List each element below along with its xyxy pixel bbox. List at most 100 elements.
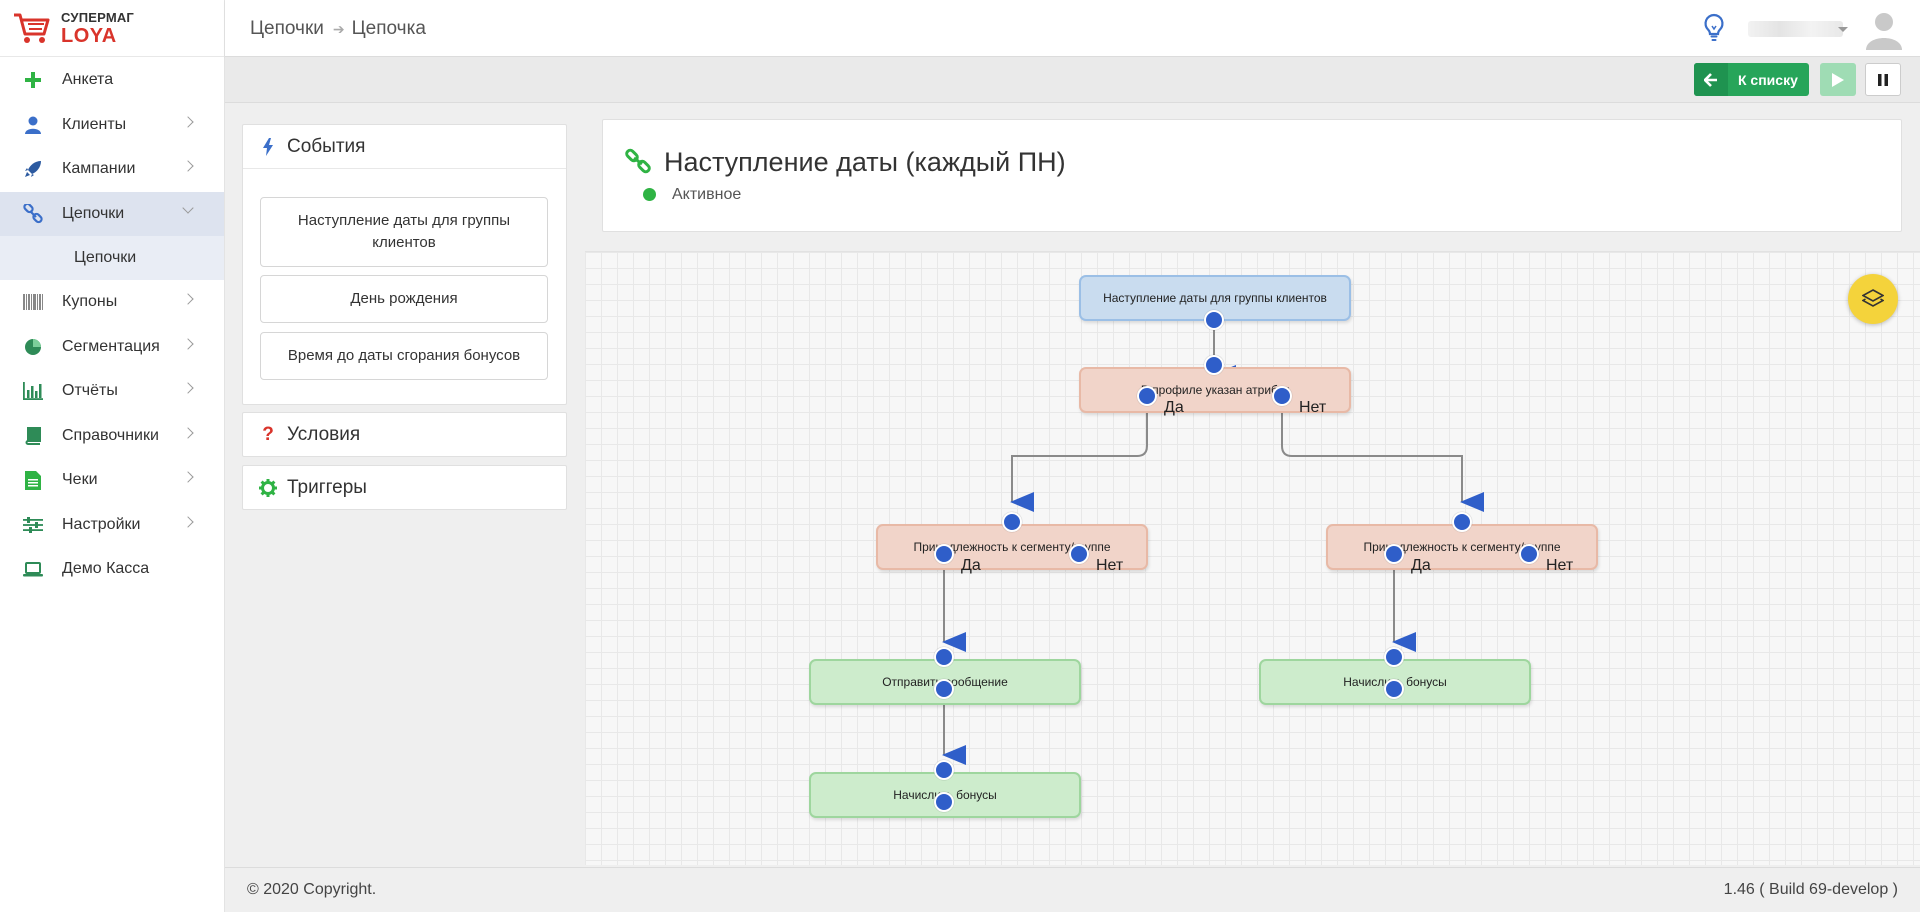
version-text: 1.46 ( Build 69-develop ) [1723,881,1898,898]
node-n2-no-port[interactable] [1272,386,1292,406]
gear-icon [259,479,277,497]
breadcrumb-link-chains[interactable]: Цепочки [250,18,324,39]
node-n3-no-port[interactable] [1069,544,1089,564]
laptop-icon [22,558,44,580]
node-n4-input-port[interactable] [1452,512,1472,532]
sidebar-item-label: Кампании [62,160,136,178]
sidebar-item-coupons[interactable]: Купоны [0,280,224,325]
node-n2-input-port[interactable] [1204,355,1224,375]
sidebar-item-receipts[interactable]: Чеки [0,458,224,503]
node-n7-input-port[interactable] [934,760,954,780]
sidebar-item-label: Цепочки [62,204,125,222]
event-bonus-expiry-button[interactable]: Время до даты сгорания бонусов [260,332,548,380]
chain-flow-canvas[interactable]: Наступление даты для группы клиентов В п… [585,251,1920,865]
toolbar: К списку [225,57,1920,103]
sidebar-item-label: Справочники [62,426,159,444]
arrow-left-icon [1694,63,1728,96]
pause-button[interactable] [1865,63,1901,96]
event-date-group-button[interactable]: Наступление даты для группы клиентов [260,197,548,267]
triggers-panel-header[interactable]: Триггеры [243,466,566,510]
sliders-icon [22,514,44,536]
sidebar-item-clients[interactable]: Клиенты [0,103,224,148]
chain-header-card: Наступление даты (каждый ПН) Активное [602,119,1902,232]
yes-label: Да [1164,399,1184,416]
sidebar-item-demo-cash[interactable]: Демо Касса [0,547,224,592]
sidebar-item-campaigns[interactable]: Кампании [0,147,224,192]
sidebar-item-settings[interactable]: Настройки [0,503,224,548]
plus-icon [22,69,44,91]
avatar[interactable] [1863,8,1905,50]
node-n5-input-port[interactable] [934,647,954,667]
connector-n2-no-n4 [1281,396,1484,512]
bar-chart-icon [22,380,44,402]
logo-text-brand: LOYA [61,24,117,47]
receipt-icon [22,469,44,491]
sidebar-item-label: Анкета [62,71,114,89]
node-n4-no-port[interactable] [1519,544,1539,564]
chevron-right-icon [182,471,194,483]
triggers-panel: Триггеры [242,465,567,510]
events-panel: События Наступление даты для группы клие… [242,124,567,405]
layers-button[interactable] [1848,274,1898,324]
chevron-right-icon [182,160,194,172]
chevron-down-icon [182,201,194,214]
back-to-list-button[interactable]: К списку [1694,63,1809,96]
sidebar-item-reports[interactable]: Отчёты [0,369,224,414]
sidebar-item-label: Демо Касса [62,560,150,578]
chain-title: Наступление даты (каждый ПН) [664,147,1066,177]
node-n3-yes-port[interactable] [934,544,954,564]
event-birthday-button[interactable]: День рождения [260,275,548,323]
lightning-icon [259,137,277,156]
node-n5-output-port[interactable] [934,679,954,699]
triggers-panel-title: Триггеры [287,477,367,498]
barcode-icon [22,291,44,313]
user-name-blurred[interactable] [1748,21,1843,37]
sidebar-item-anketa[interactable]: Анкета [0,58,224,103]
node-n6-input-port[interactable] [1384,647,1404,667]
no-label: Нет [1299,399,1327,416]
events-panel-header[interactable]: События [243,125,566,169]
conditions-panel-header[interactable]: ? Условия [243,413,566,457]
node-n2-yes-port[interactable] [1137,386,1157,406]
back-to-list-label: К списку [1738,71,1798,88]
node-n7-output-port[interactable] [934,792,954,812]
node-n3-input-port[interactable] [1002,512,1022,532]
yes-label: Да [1411,557,1431,574]
sidebar-item-directories[interactable]: Справочники [0,414,224,459]
breadcrumb-current: Цепочка [351,18,426,39]
question-icon: ? [262,424,274,445]
pause-icon [1878,73,1888,86]
conditions-panel: ? Условия [242,412,567,457]
node-n1-output-port[interactable] [1204,310,1224,330]
sidebar-item-chains[interactable]: Цепочки [0,191,224,236]
chevron-right-icon [182,337,194,350]
sidebar-item-segmentation[interactable]: Сегментация [0,325,224,370]
chevron-right-icon [182,293,194,305]
node-n6-output-port[interactable] [1384,679,1404,699]
flow-connectors [942,322,1484,765]
flow-node-condition[interactable]: Принадлежность к сегменту/группе [1326,524,1598,570]
app-logo[interactable]: СУПЕРМАГ LOYA [0,0,224,57]
rocket-icon [22,158,44,180]
node-n4-yes-port[interactable] [1384,544,1404,564]
lightbulb-icon[interactable] [1703,13,1725,48]
sidebar-item-label: Чеки [62,471,98,489]
link-icon [625,148,651,179]
no-label: Нет [1096,557,1124,574]
pie-chart-icon [22,336,44,358]
arrow-right-icon: ➔ [332,20,345,37]
connector-n2-yes-n3 [1010,396,1148,512]
logo-text-top: СУПЕРМАГ [61,9,135,25]
sidebar-item-label: Настройки [62,515,141,533]
caret-down-icon[interactable] [1838,27,1848,32]
sidebar-item-label: Клиенты [62,115,127,133]
chevron-right-icon [182,426,194,439]
sidebar-subitem-chains[interactable]: Цепочки [0,236,224,280]
sidebar-item-label: Купоны [62,293,118,311]
cart-logo-icon [14,13,50,43]
play-button[interactable] [1820,63,1856,96]
link-icon [22,203,44,225]
status-text: Активное [672,186,742,203]
status-active-dot [643,188,656,201]
user-icon [22,114,44,136]
